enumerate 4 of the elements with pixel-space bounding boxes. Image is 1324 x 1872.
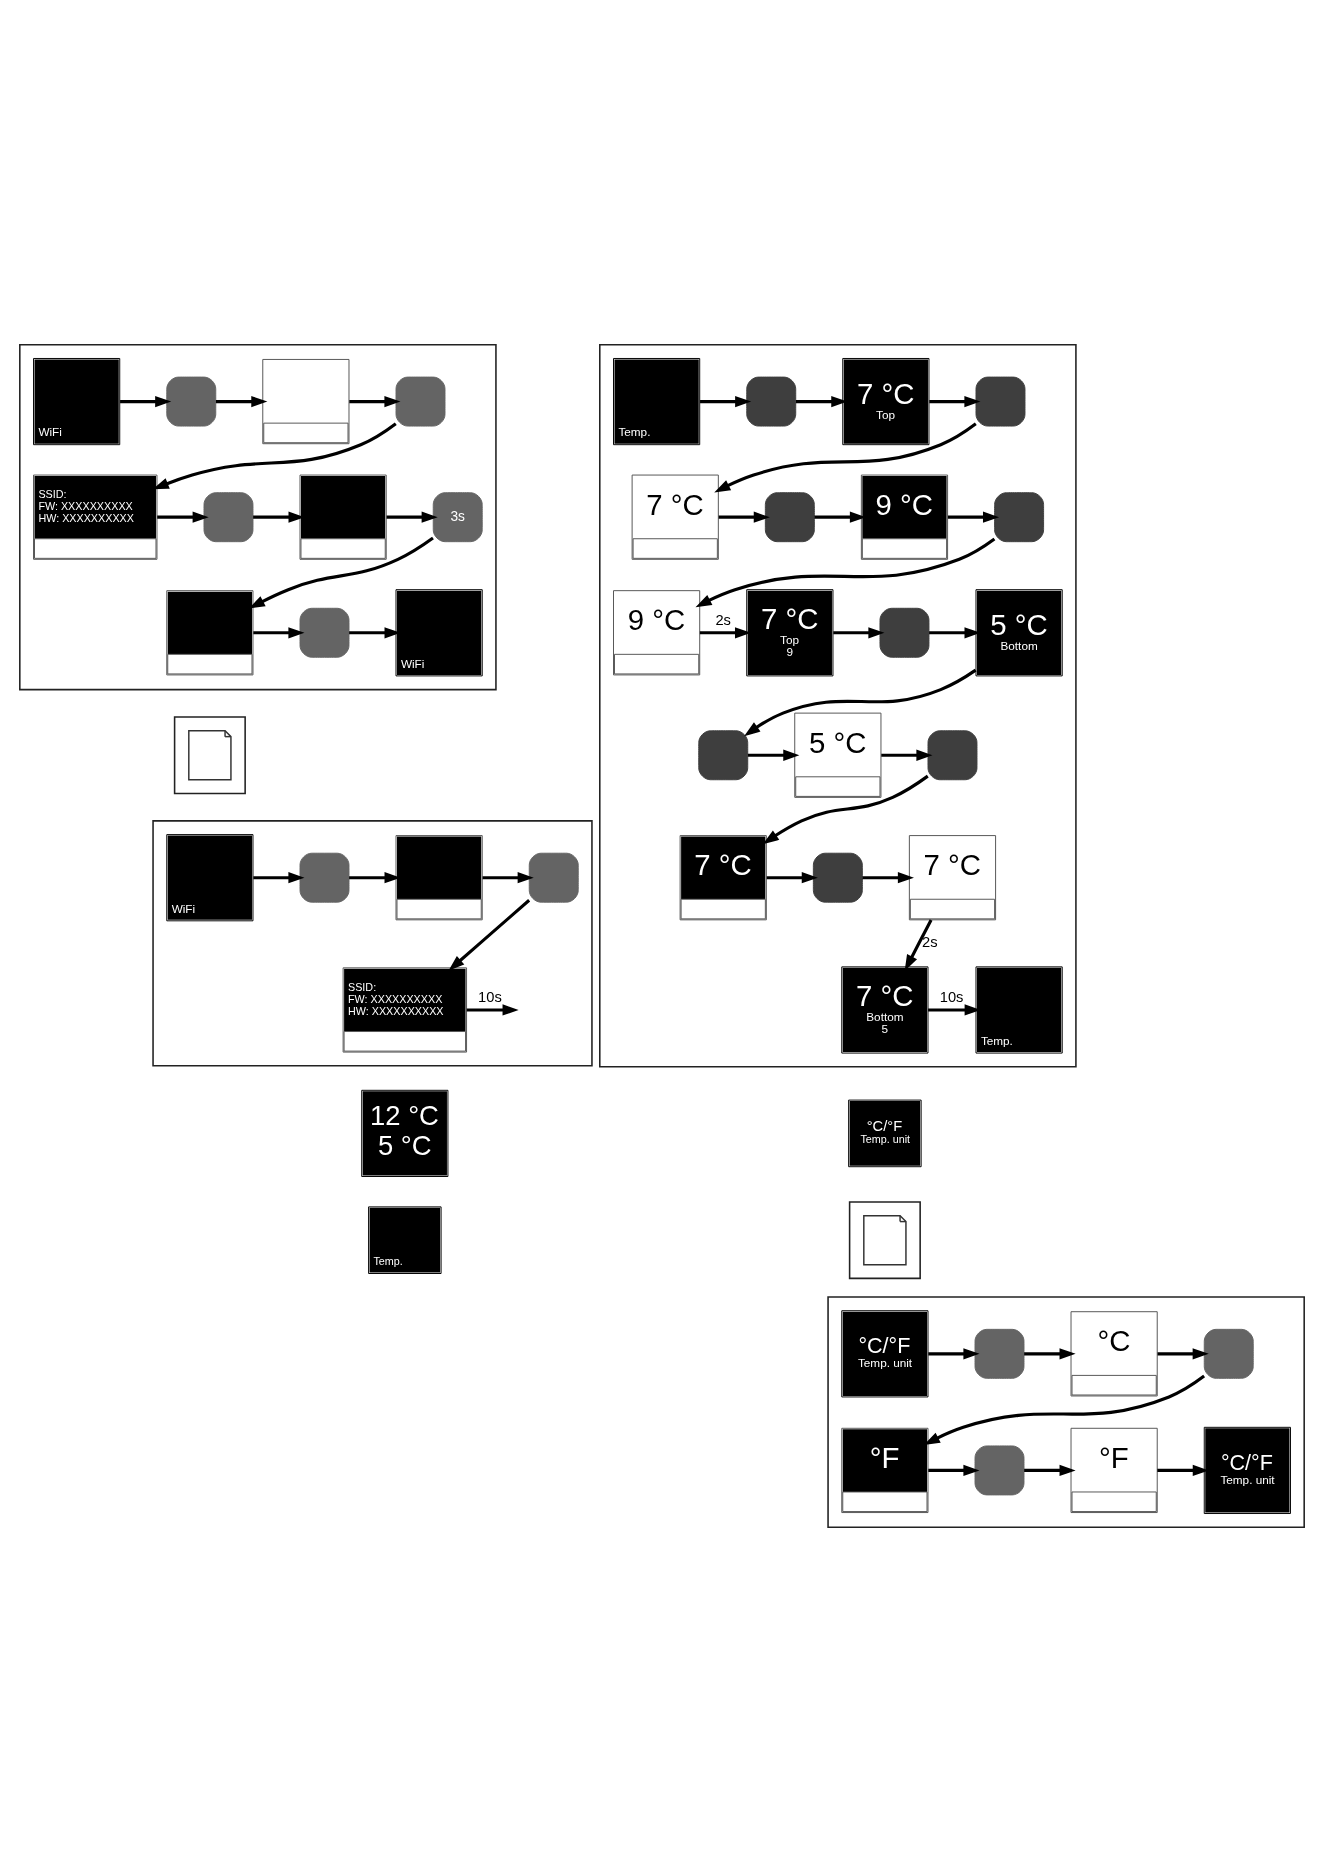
edge-label: 10s (478, 989, 502, 1006)
edge-label: 10s (939, 989, 964, 1006)
edge-label: 2s (715, 611, 731, 628)
edge-label: 2s (922, 934, 938, 951)
